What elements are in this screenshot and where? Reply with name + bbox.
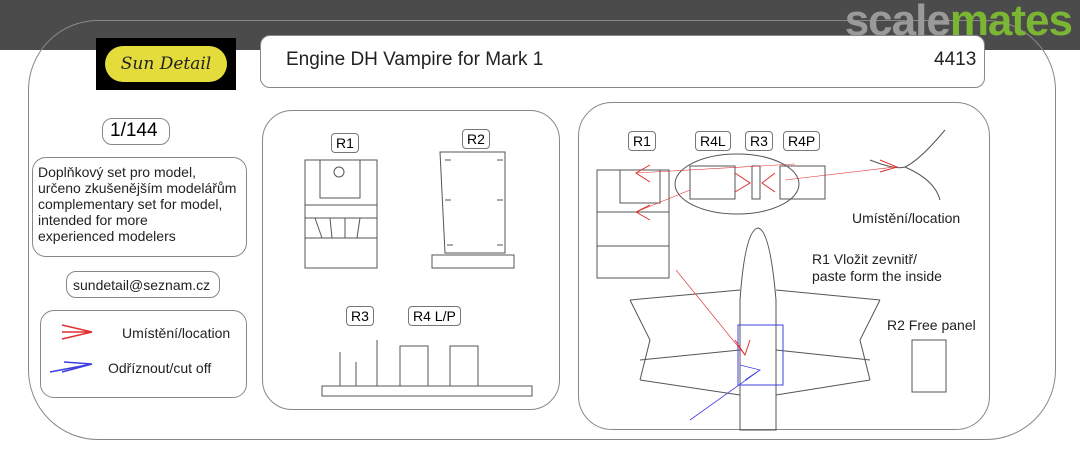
assembly-label-r1: R1 (628, 131, 656, 151)
label-r1: R1 (331, 133, 359, 153)
assembly-label-r4l: R4L (695, 131, 731, 151)
scale-label: 1/144 (110, 120, 158, 141)
legend-box (40, 310, 247, 398)
r2-free-panel-drawing (911, 339, 947, 393)
note-line1: R1 Vložit zevnitř/ (812, 251, 918, 267)
part-r2-drawing (431, 151, 515, 269)
product-code: 4413 (934, 49, 977, 70)
legend-location: Umístění/location (122, 325, 231, 341)
note-line2: paste form the inside (812, 268, 942, 284)
title-box (260, 35, 985, 88)
product-title: Engine DH Vampire for Mark 1 (286, 49, 544, 70)
part-r3-r4-drawing (321, 340, 533, 397)
r2-free-panel-label: R2 Free panel (887, 317, 976, 333)
location-label: Umístění/location (852, 210, 961, 226)
exploded-ellipse (674, 153, 800, 215)
assembly-panel (578, 102, 990, 430)
description: Doplňkový set pro model,určeno zkušenějš… (38, 164, 237, 244)
scale-box (102, 118, 170, 145)
brand-logo: Sun Detail (96, 38, 236, 90)
label-r2: R2 (462, 129, 490, 149)
label-r3: R3 (346, 306, 374, 326)
r4-r3-drawing (689, 165, 826, 200)
email-box (66, 271, 220, 298)
location-outline (869, 129, 946, 201)
assembly-label-r3: R3 (745, 131, 773, 151)
description-box (32, 157, 247, 257)
email[interactable]: sundetail@seznam.cz (73, 277, 211, 293)
red-arrow-icon (61, 324, 93, 340)
r1-assembly-drawing (596, 169, 670, 279)
legend-cutoff: Odříznout/cut off (108, 360, 212, 376)
part-r1-drawing (304, 159, 378, 269)
label-r4: R4 L/P (408, 306, 461, 326)
assembly-label-r4p: R4P (783, 131, 821, 151)
aircraft-drawing (629, 227, 881, 431)
sheet-frame (28, 20, 1056, 440)
blue-arrow-icon (49, 361, 93, 373)
